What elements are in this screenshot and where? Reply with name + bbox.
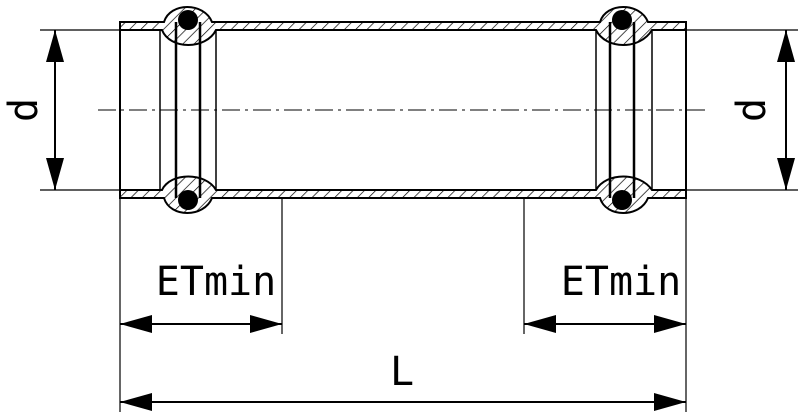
- arrowhead: [777, 30, 795, 62]
- arrowhead: [524, 315, 556, 333]
- insertion-depth-dimension-right: [524, 315, 686, 333]
- bottom-wall-section: [119, 175, 687, 214]
- o-ring-top-right: [612, 10, 632, 30]
- diameter-label-right: d: [729, 98, 775, 122]
- insertion-depth-label-right: ETmin: [561, 259, 681, 305]
- diameter-dimension-right: [686, 29, 798, 191]
- diameter-label-left: d: [1, 98, 47, 122]
- o-ring-bottom-left: [178, 190, 198, 210]
- arrowhead: [777, 158, 795, 190]
- arrowhead: [654, 315, 686, 333]
- overall-length-dimension: [120, 393, 686, 411]
- arrowhead: [654, 393, 686, 411]
- o-rings: [178, 10, 632, 210]
- o-ring-bottom-right: [612, 190, 632, 210]
- arrowhead: [46, 30, 64, 62]
- arrowhead: [120, 393, 152, 411]
- diameter-dimension-left: [40, 29, 120, 191]
- insertion-depth-label-left: ETmin: [156, 259, 276, 305]
- arrowhead: [250, 315, 282, 333]
- o-ring-top-left: [178, 10, 198, 30]
- overall-length-label: L: [390, 349, 414, 395]
- top-wall-section: [119, 6, 687, 46]
- arrowhead: [46, 158, 64, 190]
- extension-lines: [119, 198, 687, 412]
- arrowhead: [120, 315, 152, 333]
- insertion-depth-dimension-left: [120, 315, 282, 333]
